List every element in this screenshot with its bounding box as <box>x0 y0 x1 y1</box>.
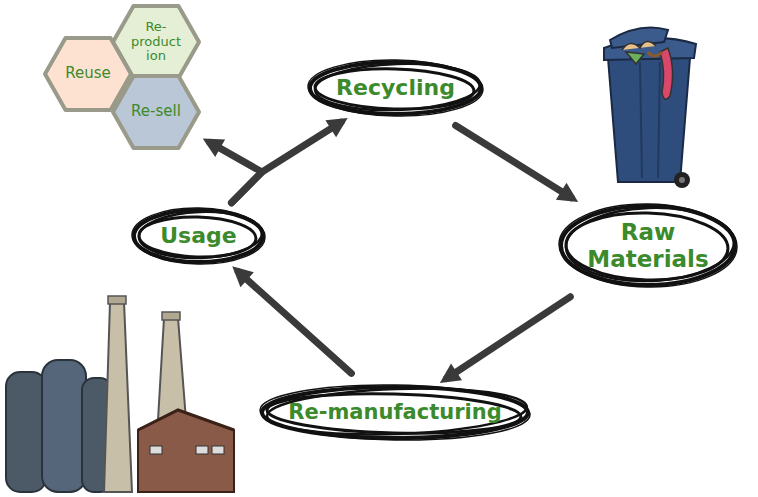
scribble-stroke <box>308 58 484 117</box>
scribble-stroke <box>266 384 527 438</box>
scribble-stroke <box>565 211 729 282</box>
factory <box>6 296 234 492</box>
flow-arrow <box>456 126 572 198</box>
node-label: Raw Materials <box>587 219 708 272</box>
hexagon-shape <box>113 76 199 148</box>
scribble-stroke <box>310 62 481 114</box>
scribble-stroke <box>314 67 474 111</box>
scribble-stroke <box>134 210 263 262</box>
node-label: Re-sell <box>131 103 181 120</box>
scribble-stroke <box>561 206 735 285</box>
node-label: Re- product ion <box>131 20 181 65</box>
scribble-ellipse-box: Usage <box>131 207 266 265</box>
scribble-stroke <box>267 391 522 437</box>
scribble-stroke <box>558 202 737 288</box>
scribble-stroke <box>138 215 256 258</box>
trash-bin <box>604 28 696 188</box>
node-label: Usage <box>160 223 236 248</box>
node-label: Re-manufacturing <box>288 400 501 424</box>
flow-arrow <box>447 297 571 379</box>
flow-arrow <box>238 272 351 374</box>
scribble-ellipse-box: Raw Materials <box>558 203 738 288</box>
node-label: Recycling <box>336 75 455 100</box>
scribble-stroke <box>138 210 263 260</box>
scribble-ellipse-box: Recycling <box>307 59 484 117</box>
hexagon-box: Re-sell <box>111 74 201 150</box>
scribble-stroke <box>132 207 266 265</box>
scribble-ellipse-box: Re-manufacturing <box>259 384 531 441</box>
node-label: Reuse <box>65 65 111 82</box>
flow-arrow <box>232 122 341 202</box>
scribble-stroke <box>260 383 531 443</box>
